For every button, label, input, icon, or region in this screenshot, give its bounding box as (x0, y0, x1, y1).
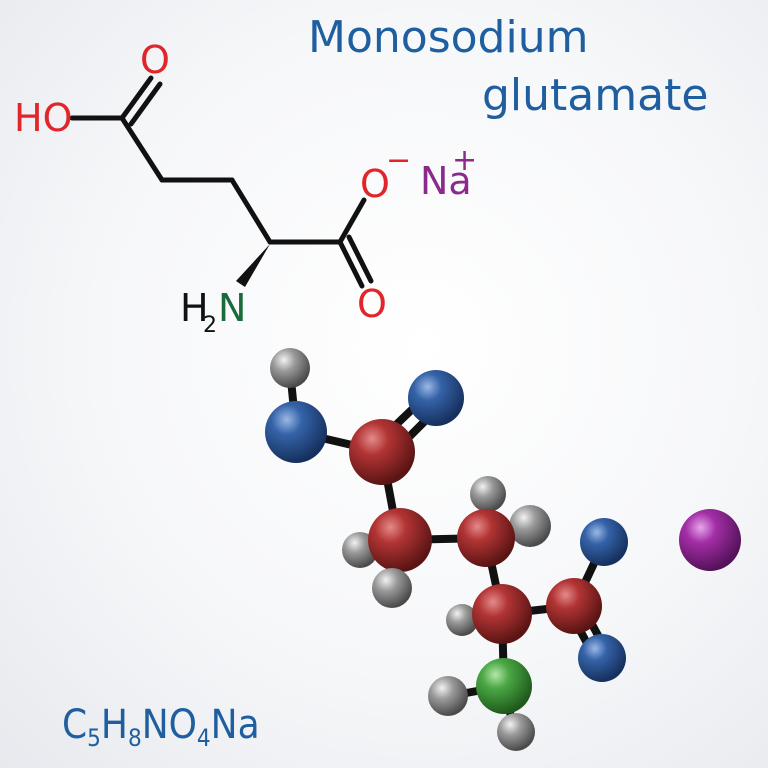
formula-element: Na (210, 702, 260, 748)
model-atoms (265, 348, 741, 751)
bond-c5-o-double-a (337, 239, 365, 289)
title-line-1: Monosodium (308, 12, 589, 63)
atom-hydrogen (497, 713, 535, 751)
wedge-bond-c4-n (236, 244, 270, 287)
title-line-2: glutamate (482, 70, 709, 121)
atom-oxygen (578, 634, 626, 682)
label-o-bottom: O (357, 282, 387, 326)
bond-c3-c4 (229, 177, 273, 245)
bond-c1-o-double-a (119, 75, 154, 121)
formula-subscript: 8 (127, 724, 142, 752)
atom-oxygen (408, 370, 464, 426)
atom-hydrogen (270, 348, 310, 388)
formula-subscript: 5 (87, 724, 101, 752)
skeletal-bonds (69, 75, 374, 289)
label-h2n-sub: 2 (203, 313, 217, 338)
label-plus-charge: + (452, 143, 477, 178)
chemical-formula: C5H8NO4Na (62, 705, 260, 750)
label-o-top: O (140, 38, 170, 82)
atom-oxygen (580, 518, 628, 566)
atom-carbon (472, 584, 532, 644)
atom-hydrogen (446, 604, 478, 636)
atom-hydrogen (470, 476, 506, 512)
formula-element: H (100, 702, 128, 748)
bond-c5-o-double-b (346, 234, 374, 284)
formula-element: C (62, 702, 88, 748)
atom-oxygen (265, 401, 327, 463)
bond-c5-o-minus (337, 197, 367, 245)
label-h2n-h: H (180, 286, 209, 330)
atom-carbon (349, 419, 415, 485)
formula-element: NO (141, 702, 197, 748)
atom-carbon (457, 509, 515, 567)
label-na: Na (420, 159, 472, 203)
atom-hydrogen (428, 676, 468, 716)
label-o-minus: O (360, 162, 390, 206)
atom-hydrogen (509, 505, 551, 547)
atom-carbon (368, 508, 432, 572)
bond-c1-c2 (119, 115, 165, 183)
label-minus-charge: − (386, 143, 411, 178)
atom-nitrogen (476, 658, 532, 714)
bond-c1-o-double-b (128, 81, 163, 127)
label-h2n-n: N (218, 286, 246, 330)
label-ho: HO (14, 96, 72, 140)
atom-hydrogen (372, 568, 412, 608)
formula-subscript: 4 (196, 724, 211, 752)
atom-carbon (546, 578, 602, 634)
atom-sodium (679, 509, 741, 571)
